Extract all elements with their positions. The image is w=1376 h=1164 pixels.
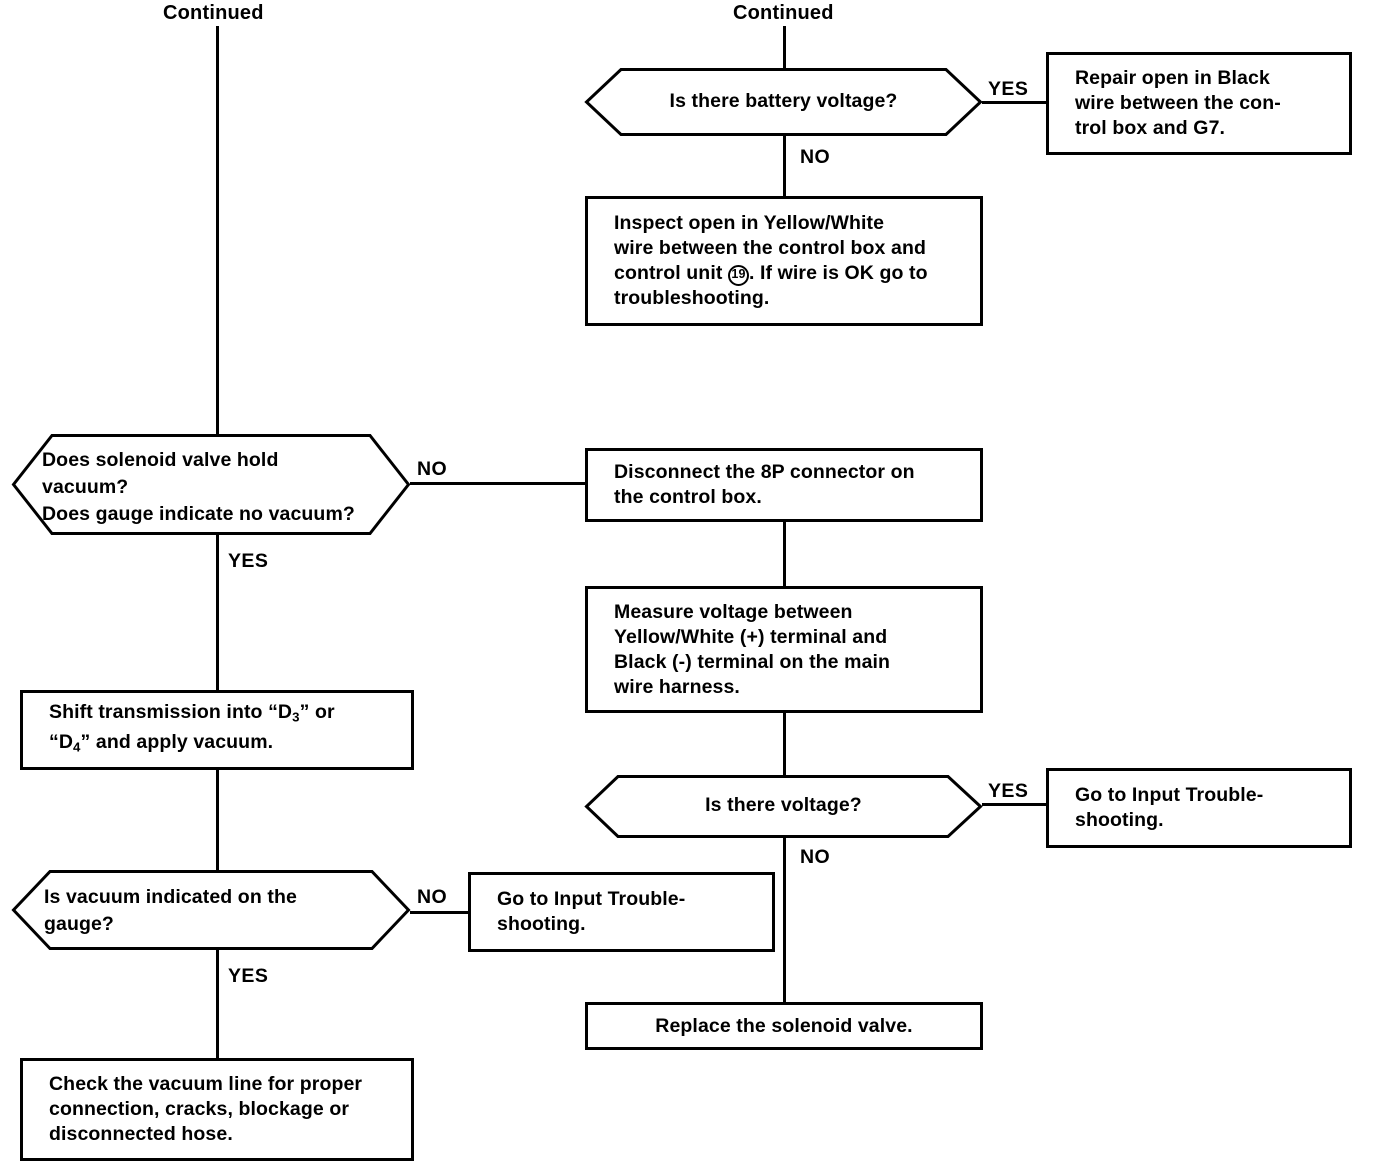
decision-battery-voltage-text: Is there battery voltage? — [669, 90, 898, 112]
decision-is-there-voltage-text: Is there voltage? — [705, 794, 862, 816]
process-disconnect-8p: Disconnect the 8P connector on the contr… — [585, 448, 983, 522]
line: troubleshooting. — [614, 287, 770, 309]
line: Check the vacuum line for proper — [49, 1073, 363, 1095]
decision-vacuum-indicated: Is vacuum indicated on the gauge? — [11, 870, 411, 950]
line: Inspect open in Yellow/White — [614, 212, 885, 234]
decision-vacuum-indicated-shape — [11, 870, 411, 950]
process-goto-input-troubleshooting-left-text: Go to Input Trouble- shooting. — [497, 887, 756, 937]
line: Shift transmission into “D3” or — [49, 701, 335, 725]
connector-battery-no-to-inspect — [783, 136, 786, 196]
continued-label-right: Continued — [733, 2, 834, 24]
decision-battery-voltage-shape — [584, 68, 983, 136]
process-replace-solenoid-text: Replace the solenoid valve. — [655, 1014, 913, 1037]
line: wire harness. — [614, 675, 740, 698]
decision-vacuum-indicated-text: Is vacuum indicated on the gauge? — [44, 884, 389, 938]
line: Does solenoid valve hold — [42, 449, 279, 471]
process-goto-input-troubleshooting-right-text: Go to Input Trouble- shooting. — [1075, 783, 1333, 833]
line: shooting. — [497, 913, 586, 935]
branch-label-vacuum-no: NO — [417, 886, 448, 908]
line: Yellow/White (+) terminal and — [614, 625, 888, 648]
process-measure-voltage-text: Measure voltage between Yellow/White (+)… — [614, 600, 964, 700]
decision-solenoid-hold-vacuum-shape — [11, 434, 411, 535]
branch-label-vacuum-yes: YES — [228, 965, 269, 987]
line: Measure voltage between — [614, 600, 853, 623]
continued-label-left: Continued — [163, 2, 264, 24]
branch-label-solenoid-no: NO — [417, 458, 448, 480]
line: Black (-) terminal on the main — [614, 650, 891, 673]
decision-solenoid-hold-vacuum-text: Does solenoid valve hold vacuum? Does ga… — [42, 447, 387, 528]
line: Go to Input Trouble- — [1075, 784, 1264, 806]
process-check-vacuum-line-text: Check the vacuum line for proper connect… — [49, 1072, 395, 1147]
line: Go to Input Trouble- — [497, 888, 686, 910]
branch-label-solenoid-yes: YES — [228, 550, 269, 572]
branch-label-voltage-yes: YES — [988, 780, 1029, 802]
line: Disconnect the 8P connector on — [614, 461, 915, 483]
process-measure-voltage: Measure voltage between Yellow/White (+)… — [585, 586, 983, 713]
branch-label-voltage-no: NO — [800, 846, 831, 868]
line: wire between the control box and — [614, 237, 926, 259]
connector-voltage-yes-to-input-ts — [982, 803, 1048, 806]
process-goto-input-troubleshooting-right: Go to Input Trouble- shooting. — [1046, 768, 1352, 848]
line: gauge? — [44, 913, 114, 935]
process-repair-black-wire: Repair open in Black wire between the co… — [1046, 52, 1352, 155]
process-check-vacuum-line: Check the vacuum line for proper connect… — [20, 1058, 414, 1161]
line: control unit 19. If wire is OK go to — [614, 262, 928, 286]
process-inspect-yellow-white-text: Inspect open in Yellow/White wire betwee… — [614, 211, 964, 311]
connector-solenoid-yes-to-shift — [216, 535, 219, 692]
connector-solenoid-no-to-disconnect — [410, 482, 585, 485]
branch-label-battery-yes: YES — [988, 78, 1029, 100]
line: Does gauge indicate no vacuum? — [42, 503, 355, 525]
branch-label-battery-no: NO — [800, 146, 831, 168]
connector-vacuum-yes-to-check — [216, 950, 219, 1058]
line: Repair open in Black — [1075, 67, 1270, 89]
decision-solenoid-hold-vacuum: Does solenoid valve hold vacuum? Does ga… — [11, 434, 411, 535]
decision-is-there-voltage: Is there voltage? — [584, 775, 983, 838]
process-repair-black-wire-text: Repair open in Black wire between the co… — [1075, 66, 1333, 141]
process-replace-solenoid: Replace the solenoid valve. — [585, 1002, 983, 1050]
line: shooting. — [1075, 809, 1164, 831]
connector-disconnect-to-measure — [783, 522, 786, 586]
connector-battery-yes-to-repair — [982, 101, 1048, 104]
line: trol box and G7. — [1075, 117, 1226, 139]
connector-right-continued-to-battery — [783, 26, 786, 68]
line: disconnected hose. — [49, 1123, 233, 1145]
line: wire between the con- — [1075, 92, 1281, 114]
line: Is vacuum indicated on the — [44, 886, 297, 908]
line: vacuum? — [42, 476, 129, 498]
line: “D4” and apply vacuum. — [49, 731, 274, 755]
connector-voltage-no-to-replace — [783, 838, 786, 1002]
connector-measure-to-voltage-decision — [783, 713, 786, 775]
process-shift-transmission-text: Shift transmission into “D3” or “D4” and… — [49, 700, 395, 759]
decision-is-there-voltage-shape — [584, 775, 983, 838]
process-shift-transmission: Shift transmission into “D3” or “D4” and… — [20, 690, 414, 770]
process-disconnect-8p-text: Disconnect the 8P connector on the contr… — [614, 460, 964, 510]
connector-left-continued-to-solenoid — [216, 26, 219, 443]
connector-shift-to-vacuum-decision — [216, 770, 219, 875]
decision-battery-voltage: Is there battery voltage? — [584, 68, 983, 136]
process-inspect-yellow-white: Inspect open in Yellow/White wire betwee… — [585, 196, 983, 326]
line: connection, cracks, blockage or — [49, 1098, 350, 1120]
line: the control box. — [614, 486, 762, 508]
process-goto-input-troubleshooting-left: Go to Input Trouble- shooting. — [468, 872, 775, 952]
connector-vacuum-no-to-input-ts — [410, 911, 470, 914]
